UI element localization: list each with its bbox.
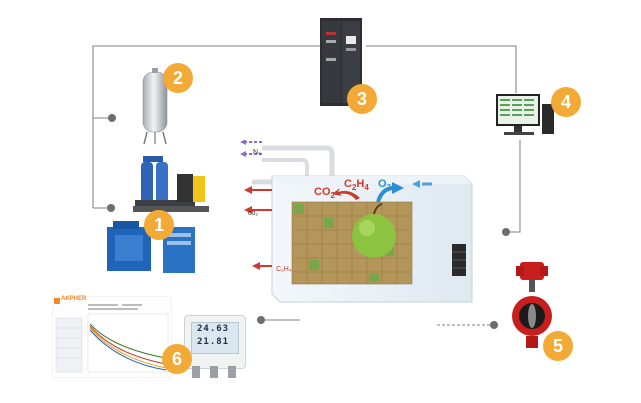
sensor-device: 24.63 21.81 — [184, 315, 246, 369]
gas-label-c2h4-small: C₂H₄ — [276, 266, 292, 273]
nitrogen-generator-image — [133, 156, 209, 212]
gas-label-c2h4: C2H4 — [344, 178, 369, 193]
connector-dot-cylinder — [108, 114, 116, 122]
badge-2: 2 — [163, 63, 193, 93]
gas-label-co2-small: co₂ — [248, 210, 259, 217]
control-cabinet-image — [320, 18, 362, 106]
connector-dot-valve — [490, 321, 498, 329]
badge-1: 1 — [144, 210, 174, 240]
badge-4: 4 — [551, 87, 581, 117]
sensor-reading-2: 21.81 — [197, 337, 230, 347]
badge-3: 3 — [347, 84, 377, 114]
connector-dot-generator — [107, 204, 115, 212]
connector-dot-computer — [502, 228, 510, 236]
gas-label-n2: N₂ — [253, 149, 261, 156]
computer-image — [496, 94, 554, 135]
compressor-units-image — [107, 221, 195, 273]
gas-label-co2: CO2 — [314, 186, 335, 201]
badge-6: 6 — [162, 344, 192, 374]
connector-dot-report — [257, 316, 265, 324]
butterfly-valve-image — [512, 262, 552, 348]
sensor-reading-1: 24.63 — [197, 324, 230, 334]
report-brand: AKPHER — [61, 296, 87, 302]
sensor-screen — [191, 322, 239, 354]
gas-tank-image — [142, 68, 168, 145]
storage-room-image — [240, 140, 473, 303]
badge-5: 5 — [543, 331, 573, 361]
report-document-image — [52, 296, 172, 378]
sensor-connectors — [192, 366, 236, 378]
gas-label-o2: O2 — [378, 178, 392, 193]
